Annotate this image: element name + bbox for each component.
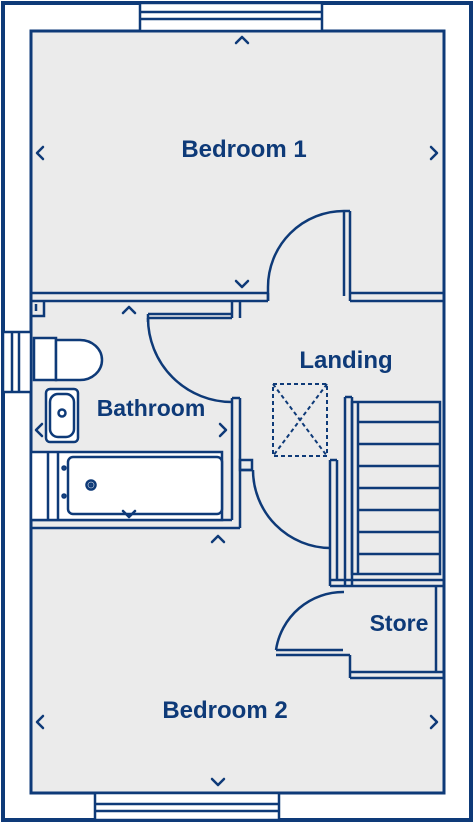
- chevron-left-icon: [34, 422, 44, 438]
- floor-area: [31, 31, 444, 793]
- chevron-down-icon: [210, 777, 226, 787]
- bath-icon: [29, 450, 224, 522]
- door-swing-icon: [146, 209, 345, 651]
- window-icon: [93, 791, 281, 822]
- loft-hatch-icon: [272, 383, 328, 457]
- window-icon: [1, 330, 33, 394]
- chevron-right-icon: [429, 145, 439, 161]
- room-label-store: Store: [370, 610, 429, 636]
- chevron-left-icon: [35, 714, 45, 730]
- chevron-right-icon: [429, 714, 439, 730]
- room-label-bedroom-2: Bedroom 2: [162, 697, 287, 724]
- basin-icon: [44, 387, 80, 444]
- stairs-icon: [350, 400, 442, 576]
- chevron-up-icon: [121, 305, 137, 315]
- toilet-icon: [32, 336, 104, 382]
- chevron-down-icon: [121, 509, 137, 519]
- room-label-bedroom-1: Bedroom 1: [181, 136, 306, 163]
- window-icon: [138, 1, 324, 33]
- room-label-bathroom: Bathroom: [97, 395, 206, 421]
- chevron-up-icon: [234, 35, 250, 45]
- chevron-down-icon: [234, 279, 250, 289]
- chevron-right-icon: [218, 422, 228, 438]
- chevron-left-icon: [35, 145, 45, 161]
- room-label-landing: Landing: [299, 347, 392, 374]
- chevron-up-icon: [210, 534, 226, 544]
